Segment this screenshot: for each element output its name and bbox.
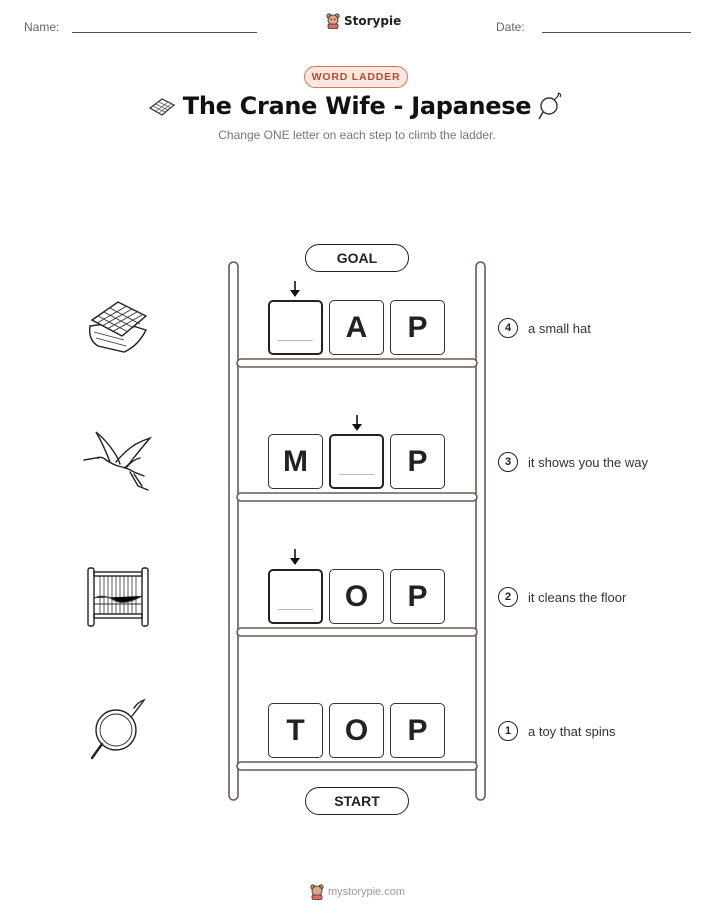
letter-box-blank[interactable]: [329, 434, 384, 489]
letter-tile: T: [268, 703, 323, 758]
letter-tile: P: [390, 434, 445, 489]
crane-bird-icon: [83, 431, 153, 491]
clue-3: 3 it shows you the way: [498, 452, 648, 472]
date-label: Date:: [496, 20, 525, 34]
goal-label: GOAL: [305, 244, 409, 272]
weaving-loom-icon: [87, 567, 149, 627]
letter-box-blank[interactable]: [268, 569, 323, 624]
yarn-title-icon: [538, 92, 562, 120]
name-line[interactable]: [72, 32, 257, 33]
bear-mascot-icon: [326, 13, 340, 29]
clue-number: 4: [498, 318, 518, 338]
quilt-title-icon: [148, 98, 176, 116]
arrow-down-icon: [352, 415, 362, 431]
footer-brand: mystorypie.com: [310, 884, 405, 900]
footer-url: mystorypie.com: [328, 886, 406, 898]
clue-text: it cleans the floor: [528, 589, 627, 605]
storypie-logo: Storypie: [326, 13, 401, 29]
word-ladder-badge: WORD LADDER: [304, 66, 408, 88]
arrow-down-icon: [290, 549, 300, 565]
clue-4: 4 a small hat: [498, 318, 591, 338]
folded-quilt-icon: [88, 301, 148, 353]
page-title: The Crane Wife - Japanese: [182, 92, 532, 120]
letter-tile: O: [329, 703, 384, 758]
clue-text: it shows you the way: [528, 454, 648, 470]
letter-tile: O: [329, 569, 384, 624]
letter-box-blank[interactable]: [268, 300, 323, 355]
clue-number: 2: [498, 587, 518, 607]
letter-tile: P: [390, 569, 445, 624]
letter-tile: A: [329, 300, 384, 355]
name-label: Name:: [24, 20, 60, 34]
clue-number: 1: [498, 721, 518, 741]
arrow-down-icon: [290, 281, 300, 297]
logo-text: Storypie: [344, 14, 402, 28]
clue-1: 1 a toy that spins: [498, 721, 615, 741]
letter-tile: P: [390, 300, 445, 355]
clue-2: 2 it cleans the floor: [498, 587, 626, 607]
date-line[interactable]: [542, 32, 691, 33]
bear-mascot-icon: [310, 884, 324, 900]
page-subtitle: Change ONE letter on each step to climb …: [218, 128, 496, 142]
clue-text: a small hat: [528, 320, 591, 336]
yarn-loop-icon: [90, 698, 146, 760]
letter-tile: P: [390, 703, 445, 758]
clue-text: a toy that spins: [528, 723, 616, 739]
start-label: START: [305, 787, 409, 815]
letter-tile: M: [268, 434, 323, 489]
clue-number: 3: [498, 452, 518, 472]
